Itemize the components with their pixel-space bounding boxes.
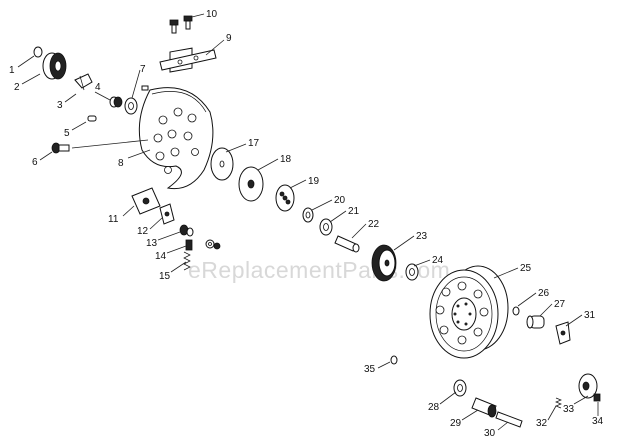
part-33-cap [578,373,601,402]
part-2-knob [33,46,67,80]
part-20-washer [302,207,314,223]
callout-14: 14 [155,251,167,262]
part-24-washer [405,263,419,281]
callout-31: 31 [584,310,596,321]
part-14-spring [185,239,221,251]
callout-32: 32 [536,418,548,429]
callout-11: 11 [108,214,119,225]
callout-20: 20 [334,195,346,206]
part-21-washer [319,218,333,236]
callout-1: 1 [9,65,15,76]
callout-34: 34 [592,416,604,427]
part-19-disc [275,184,295,212]
part-15-coil-spring [183,251,191,271]
part-35-screw [390,355,398,365]
callout-35: 35 [364,364,376,375]
part-18-disc [238,166,264,202]
callout-28: 28 [428,402,440,413]
part-17-disc [210,147,234,181]
part-3-bracket [74,73,93,91]
part-22-shaft [334,235,360,253]
callout-5: 5 [64,128,70,139]
part-8-frame [138,47,214,190]
callout-30: 30 [484,428,496,439]
callout-23: 23 [416,231,428,242]
part-4-bushing [109,96,123,108]
callout-10: 10 [206,9,218,20]
leader-lines [17,13,599,431]
callout-3: 3 [57,100,63,111]
callout-13: 13 [146,238,158,249]
part-9-plate [159,49,217,71]
callout-9: 9 [226,33,232,44]
part-31-latch [555,321,571,345]
part-25-spool [429,265,509,359]
part-32-spring [555,397,562,409]
callout-8: 8 [118,158,124,169]
part-27-knob [526,315,545,329]
callout-21: 21 [348,206,360,217]
callout-24: 24 [432,255,444,266]
callout-17: 17 [248,138,260,149]
part-29-sleeve [471,397,497,418]
part-13-pawl [179,224,194,237]
part-23-gear [371,244,397,282]
callout-19: 19 [308,176,320,187]
callout-2: 2 [14,82,20,93]
callout-7: 7 [140,64,146,75]
part-30-shaft [495,411,523,428]
callout-4: 4 [95,82,101,93]
part-11-clamp [131,187,161,215]
callout-26: 26 [538,288,550,299]
callout-15: 15 [159,271,171,282]
part-28-washer [453,379,467,397]
part-6-screw [51,142,70,154]
callout-22: 22 [368,219,380,230]
part-5-pin [87,115,97,122]
part-12-plate [159,203,175,225]
callout-29: 29 [450,418,462,429]
part-10-screws [169,15,193,34]
part-26-cap [512,306,520,316]
callout-6: 6 [32,157,38,168]
callout-33: 33 [563,404,575,415]
callout-25: 25 [520,263,532,274]
callout-12: 12 [137,226,149,237]
part-7-washer [124,85,149,115]
callout-18: 18 [280,154,292,165]
callout-labels: 1 2 3 4 5 6 7 8 9 10 11 12 13 14 15 17 1… [9,9,604,439]
callout-27: 27 [554,299,566,310]
